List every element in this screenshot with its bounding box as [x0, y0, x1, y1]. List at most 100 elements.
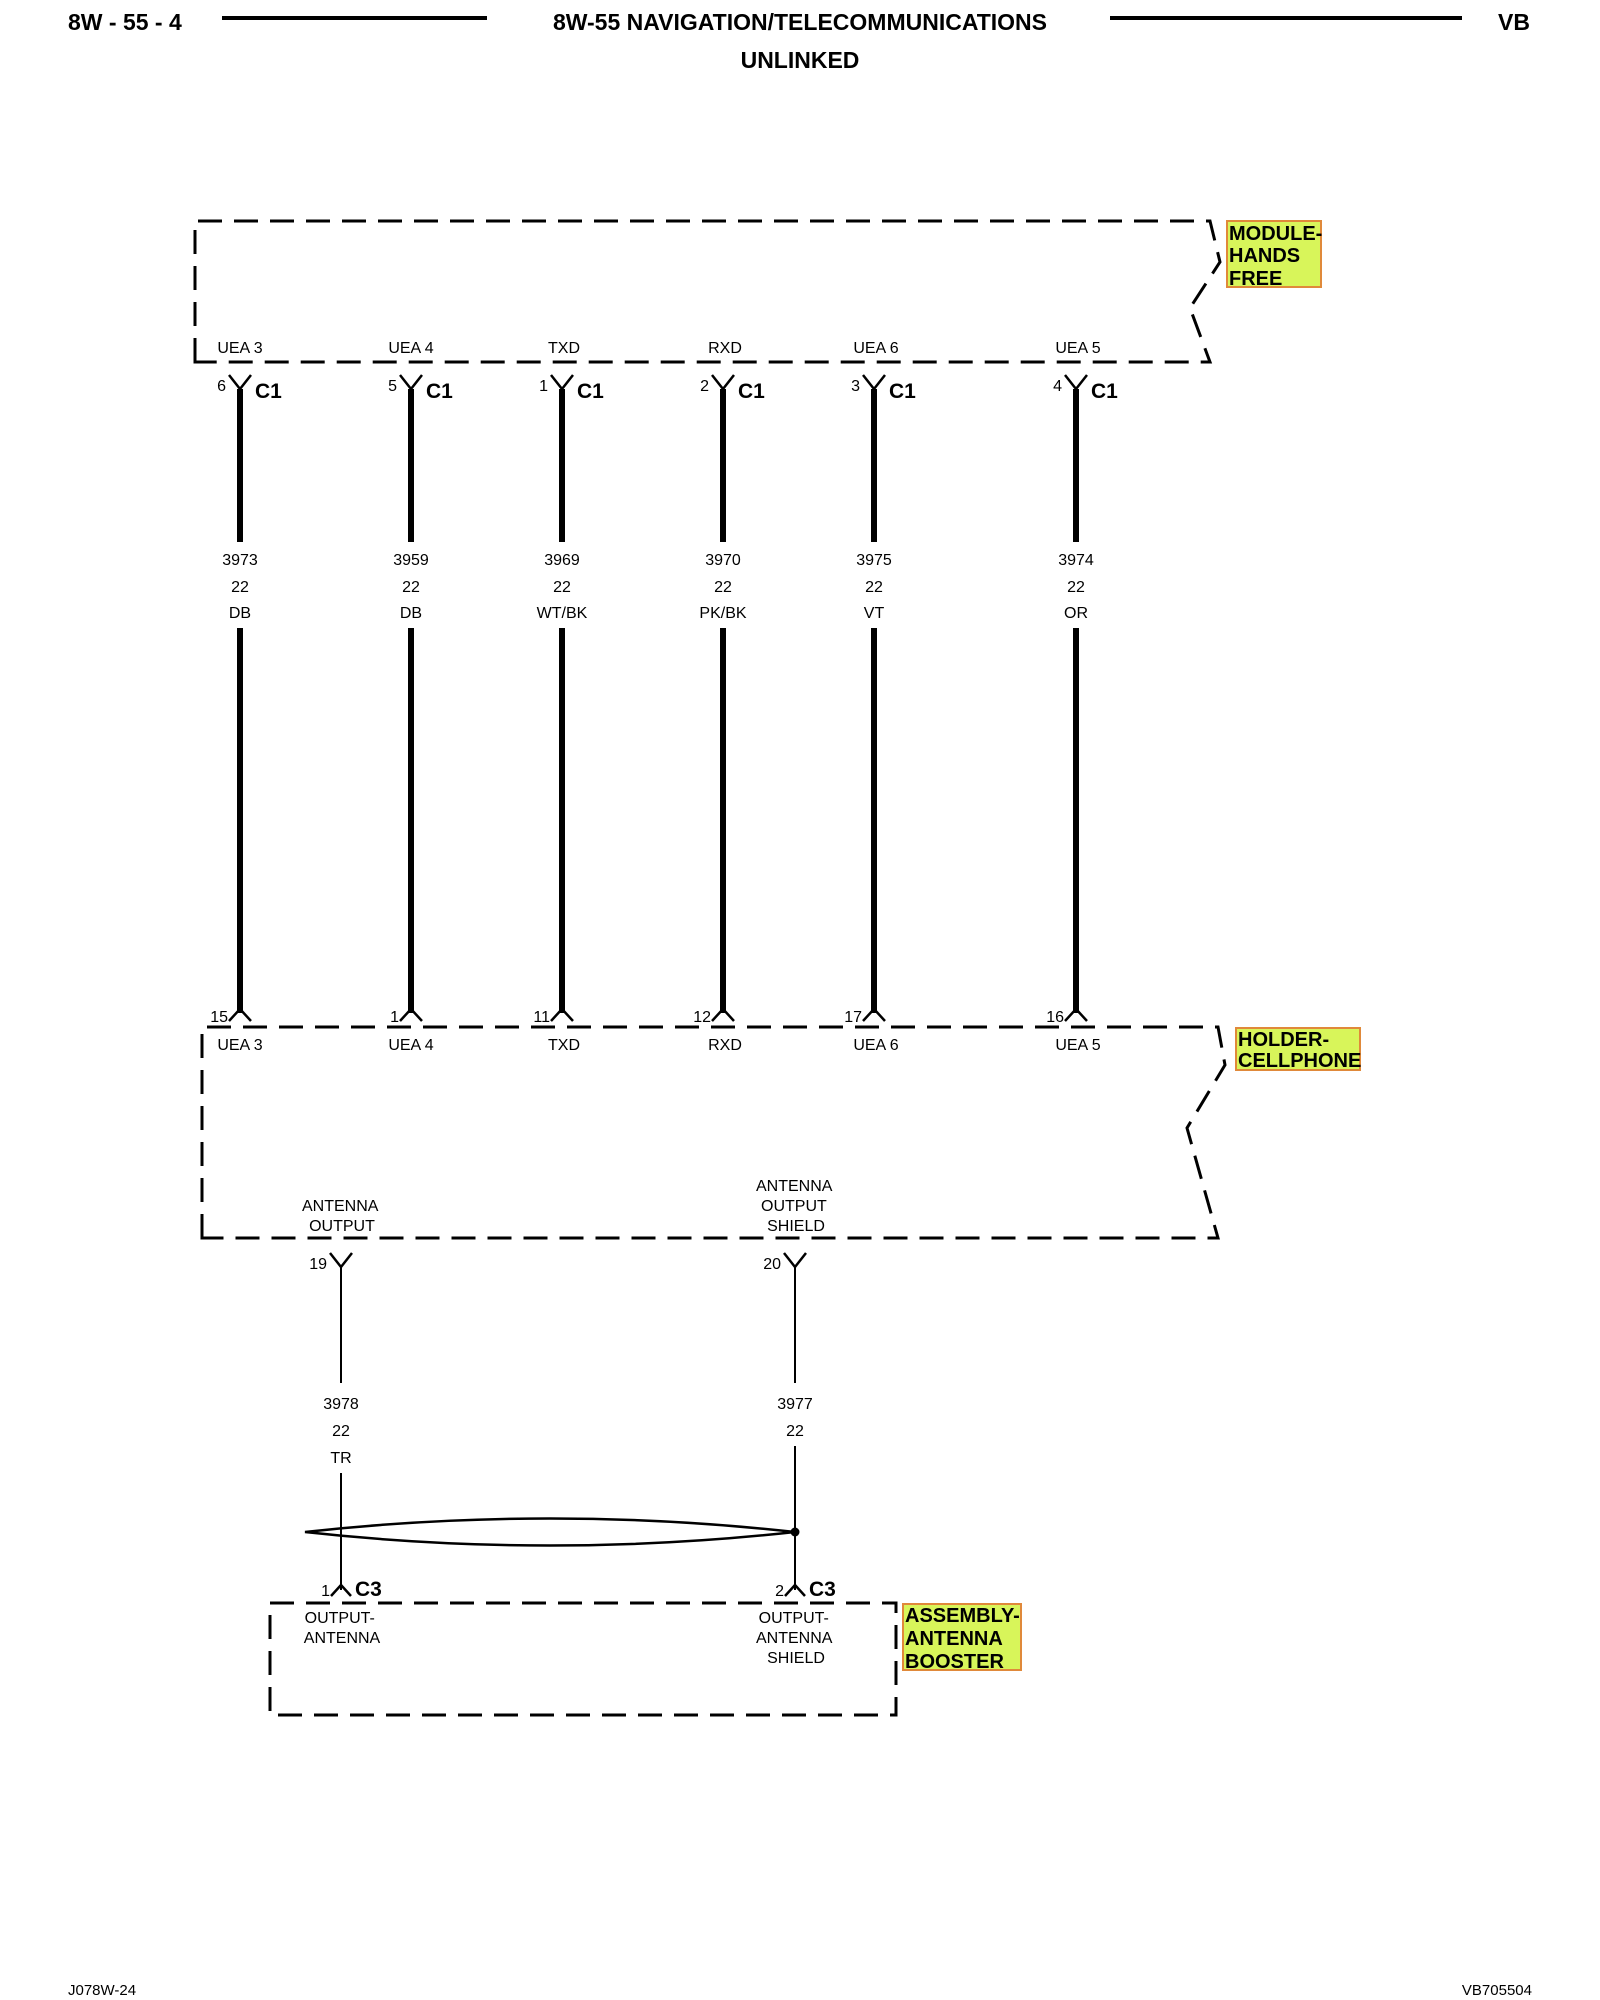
wire-color: VT — [864, 605, 885, 622]
page-code: 8W - 55 - 4 — [68, 9, 182, 35]
circuit-3970: RXD 2 C1 3970 22 PK/BK 12 RXD — [693, 340, 765, 1054]
female-terminal-icon — [399, 374, 423, 392]
circuit-3973: UEA 3 6 C1 3973 22 DB 15 UEA 3 — [210, 340, 282, 1054]
circuit-number: 3970 — [705, 552, 741, 569]
wire-gauge: 22 — [553, 579, 571, 596]
model-code: VB — [1498, 9, 1530, 35]
connector-id: C1 — [255, 380, 282, 403]
module-pin-label: UEA 5 — [1055, 340, 1100, 357]
connector-id: C1 — [738, 380, 765, 403]
holder-pin-number: 17 — [844, 1009, 862, 1026]
module-pin-number: 6 — [217, 378, 226, 395]
male-terminal-icon — [711, 1007, 735, 1022]
male-terminal-icon — [550, 1007, 574, 1022]
connector-id: C3 — [809, 1578, 836, 1601]
holder-pin-label: ANTENNA OUTPUT SHIELD — [756, 1178, 836, 1235]
module-pin-label: RXD — [708, 340, 742, 357]
circuit-number: 3973 — [222, 552, 258, 569]
holder-pin-label: ANTENNA OUTPUT — [302, 1198, 382, 1235]
module-hands-free-label: MODULE- HANDS FREE — [1229, 223, 1328, 290]
connector-id: C1 — [889, 380, 916, 403]
holder-pin-label: UEA 5 — [1055, 1037, 1100, 1054]
holder-pin-number: 11 — [533, 1009, 550, 1026]
antenna-booster-label: ASSEMBLY- ANTENNA BOOSTER — [905, 1605, 1025, 1673]
connector-id: C1 — [426, 380, 453, 403]
module-pin-number: 1 — [539, 378, 548, 395]
male-terminal-icon — [862, 1007, 886, 1022]
holder-cellphone-label: HOLDER- CELLPHONE — [1238, 1029, 1361, 1072]
circuit-3959: UEA 4 5 C1 3959 22 DB 1 UEA 4 — [388, 340, 453, 1054]
holder-cellphone-highlight — [1235, 1027, 1361, 1071]
module-pin-number: 3 — [851, 378, 860, 395]
female-terminal-icon — [783, 1252, 807, 1270]
page-subtitle: UNLINKED — [741, 47, 860, 73]
shield-splice-dot — [790, 1527, 800, 1537]
wire-color: WT/BK — [537, 605, 588, 622]
holder-pin-number: 15 — [210, 1009, 228, 1026]
holder-pin-number: 19 — [309, 1256, 327, 1273]
wire-gauge: 22 — [714, 579, 732, 596]
wire-color: DB — [400, 605, 422, 622]
booster-pin-number: 2 — [775, 1583, 784, 1600]
male-terminal-icon — [399, 1007, 423, 1022]
module-hands-free-outline — [193, 219, 1222, 364]
circuit-number: 3974 — [1058, 552, 1094, 569]
wire-color: OR — [1064, 605, 1088, 622]
holder-pin-label: TXD — [548, 1037, 580, 1054]
circuit-number: 3975 — [856, 552, 892, 569]
wire-color: TR — [330, 1450, 351, 1467]
footer-figure-id: VB705504 — [1462, 1982, 1532, 1999]
circuit-3977: ANTENNA OUTPUT SHIELD 20 3977 22 2 C3 OU… — [756, 1178, 836, 1667]
circuit-3975: UEA 6 3 C1 3975 22 VT 17 UEA 6 — [844, 340, 916, 1054]
module-pin-label: UEA 4 — [388, 340, 433, 357]
circuit-3969: TXD 1 C1 3969 22 WT/BK 11 TXD — [533, 340, 604, 1054]
female-terminal-icon — [329, 1252, 353, 1270]
female-terminal-icon — [862, 374, 886, 392]
module-pin-label: UEA 6 — [853, 340, 898, 357]
module-pin-number: 2 — [700, 378, 709, 395]
holder-pin-number: 20 — [763, 1256, 781, 1273]
male-terminal-icon — [330, 1583, 352, 1597]
male-terminal-icon — [784, 1583, 806, 1597]
booster-pin-label: OUTPUT- ANTENNA SHIELD — [756, 1610, 836, 1667]
female-terminal-icon — [228, 374, 252, 392]
circuit-number: 3978 — [323, 1396, 359, 1413]
connector-id: C1 — [577, 380, 604, 403]
circuit-3974: UEA 5 4 C1 3974 22 OR 16 UEA 5 — [1046, 340, 1118, 1054]
circuit-number: 3969 — [544, 552, 580, 569]
antenna-booster-outline — [268, 1601, 898, 1717]
male-terminal-icon — [228, 1007, 252, 1022]
holder-pin-number: 1 — [390, 1009, 399, 1026]
antenna-booster-highlight — [902, 1603, 1022, 1671]
holder-pin-number: 16 — [1046, 1009, 1064, 1026]
wire-gauge: 22 — [332, 1423, 350, 1440]
shielded-cable-icon — [304, 1517, 796, 1547]
wire-gauge: 22 — [231, 579, 249, 596]
wire-gauge: 22 — [1067, 579, 1085, 596]
module-pin-label: UEA 3 — [217, 340, 262, 357]
female-terminal-icon — [1064, 374, 1088, 392]
module-pin-number: 4 — [1053, 378, 1062, 395]
connector-id: C3 — [355, 1578, 382, 1601]
circuit-number: 3959 — [393, 552, 429, 569]
circuit-number: 3977 — [777, 1396, 813, 1413]
wire-gauge: 22 — [865, 579, 883, 596]
holder-pin-number: 12 — [693, 1009, 711, 1026]
female-terminal-icon — [711, 374, 735, 392]
holder-pin-label: RXD — [708, 1037, 742, 1054]
wire-color: PK/BK — [699, 605, 746, 622]
male-terminal-icon — [1064, 1007, 1088, 1022]
module-pin-label: TXD — [548, 340, 580, 357]
wire-gauge: 22 — [402, 579, 420, 596]
booster-pin-number: 1 — [321, 1583, 330, 1600]
connector-id: C1 — [1091, 380, 1118, 403]
holder-cellphone-outline — [200, 1025, 1227, 1240]
holder-pin-label: UEA 3 — [217, 1037, 262, 1054]
holder-pin-label: UEA 4 — [388, 1037, 433, 1054]
holder-pin-label: UEA 6 — [853, 1037, 898, 1054]
module-pin-number: 5 — [388, 378, 397, 395]
module-hands-free-highlight — [1226, 220, 1322, 288]
female-terminal-icon — [550, 374, 574, 392]
footer-drawing-code: J078W-24 — [68, 1982, 136, 1999]
